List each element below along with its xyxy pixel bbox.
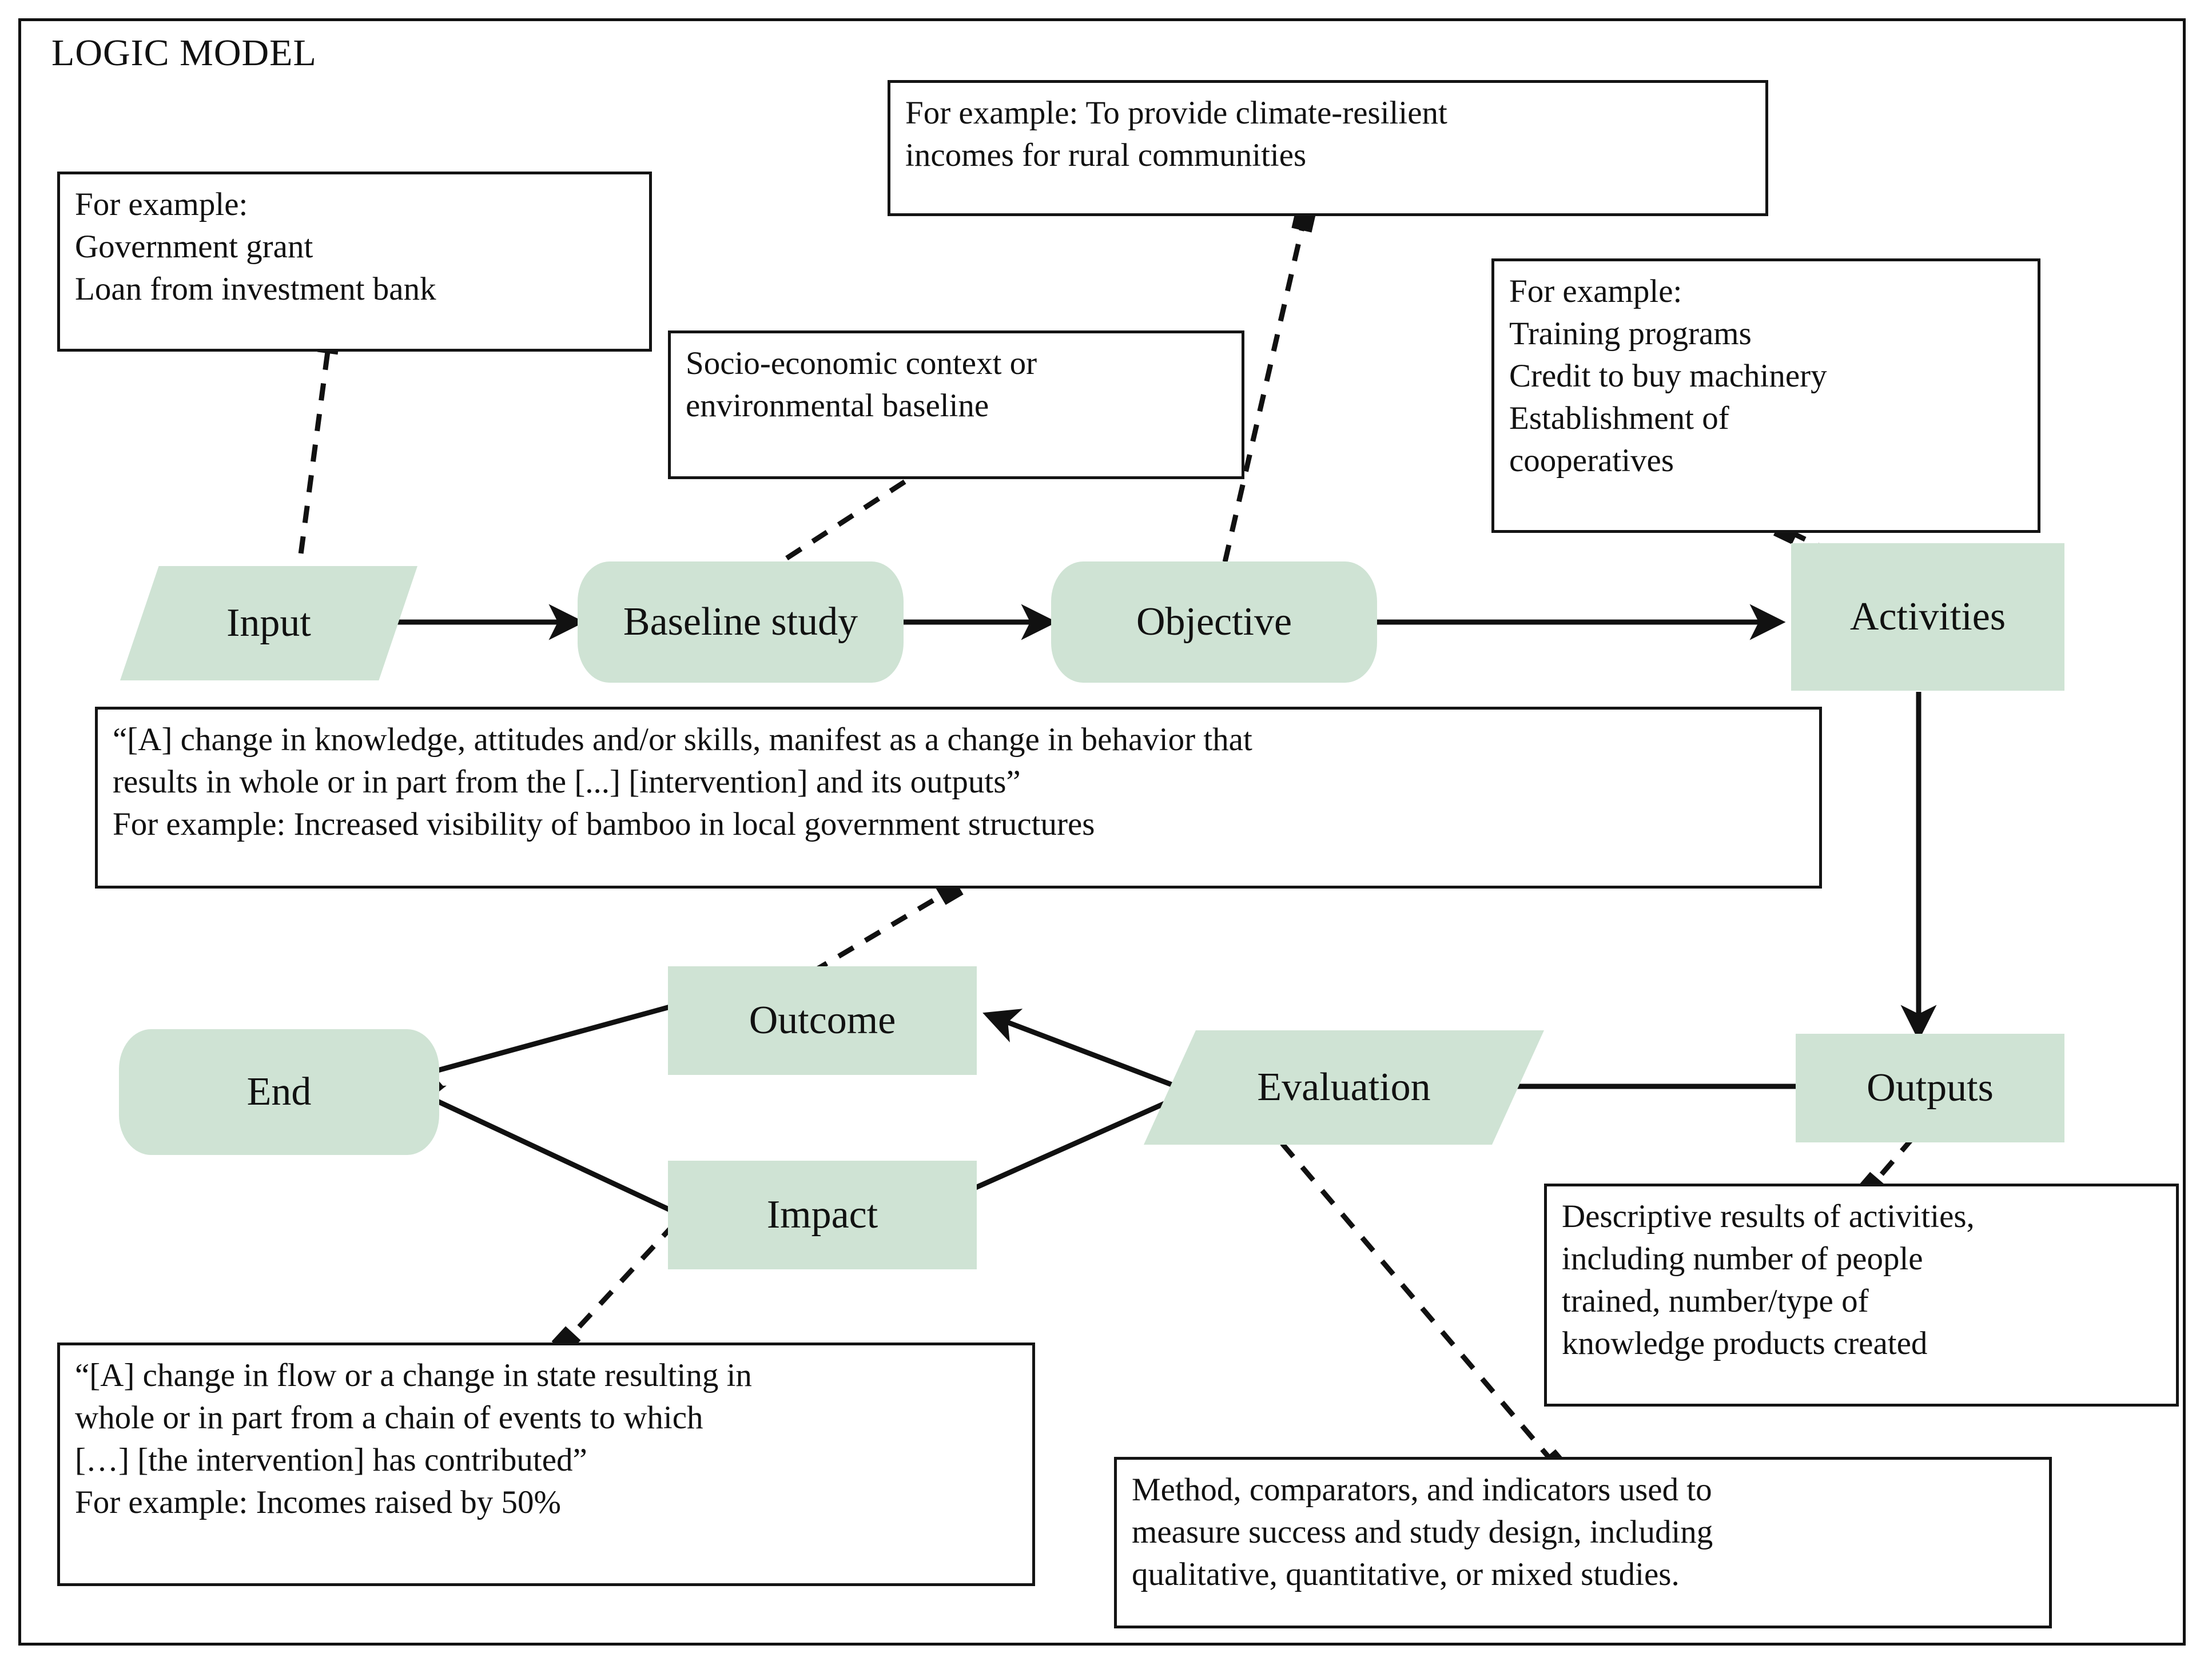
callout-input-example: For example: Government grant Loan from … (57, 172, 652, 352)
callout-evaluation-definition: Method, comparators, and indicators used… (1114, 1457, 2052, 1628)
node-end-label: End (246, 1069, 312, 1114)
callout-baseline-note: Socio-economic context or environmental … (668, 330, 1244, 479)
node-outputs-label: Outputs (1867, 1065, 1994, 1110)
leader-objective-example (1215, 208, 1316, 593)
node-outcome[interactable]: Outcome (668, 966, 977, 1075)
node-activities[interactable]: Activities (1791, 543, 2064, 691)
page-title: LOGIC MODEL (51, 32, 317, 74)
node-objective[interactable]: Objective (1051, 561, 1377, 683)
callout-impact-definition: “[A] change in flow or a change in state… (57, 1343, 1035, 1586)
edge-outcome-to-end (404, 1003, 673, 1088)
callout-objective-example: For example: To provide climate-resilien… (888, 80, 1768, 216)
callout-activities-example: For example: Training programs Credit to… (1491, 258, 2040, 533)
callout-outputs-definition: Descriptive results of activities, inclu… (1544, 1184, 2179, 1407)
leader-evaluation-definition (1280, 1142, 1569, 1479)
node-evaluation-label: Evaluation (1257, 1065, 1431, 1109)
node-outputs[interactable]: Outputs (1796, 1034, 2064, 1142)
node-input-label: Input (226, 600, 311, 645)
node-impact[interactable]: Impact (668, 1161, 977, 1269)
leader-outputs-definition (1856, 1136, 1915, 1201)
node-end[interactable]: End (119, 1029, 439, 1155)
node-input[interactable]: Input (120, 566, 417, 680)
leader-impact-definition (551, 1221, 677, 1356)
node-impact-label: Impact (766, 1192, 878, 1237)
node-outcome-label: Outcome (749, 998, 896, 1042)
node-evaluation[interactable]: Evaluation (1144, 1030, 1544, 1145)
node-baseline-study-label: Baseline study (623, 599, 858, 644)
edge-impact-to-end (406, 1085, 676, 1215)
edge-evaluation-to-outcome (982, 1009, 1185, 1092)
callout-outcome-definition: “[A] change in knowledge, attitudes and/… (95, 707, 1822, 889)
leader-outcome-definition (810, 877, 964, 974)
node-activities-label: Activities (1849, 594, 2006, 639)
node-objective-label: Objective (1136, 599, 1292, 644)
node-baseline-study[interactable]: Baseline study (578, 561, 904, 683)
